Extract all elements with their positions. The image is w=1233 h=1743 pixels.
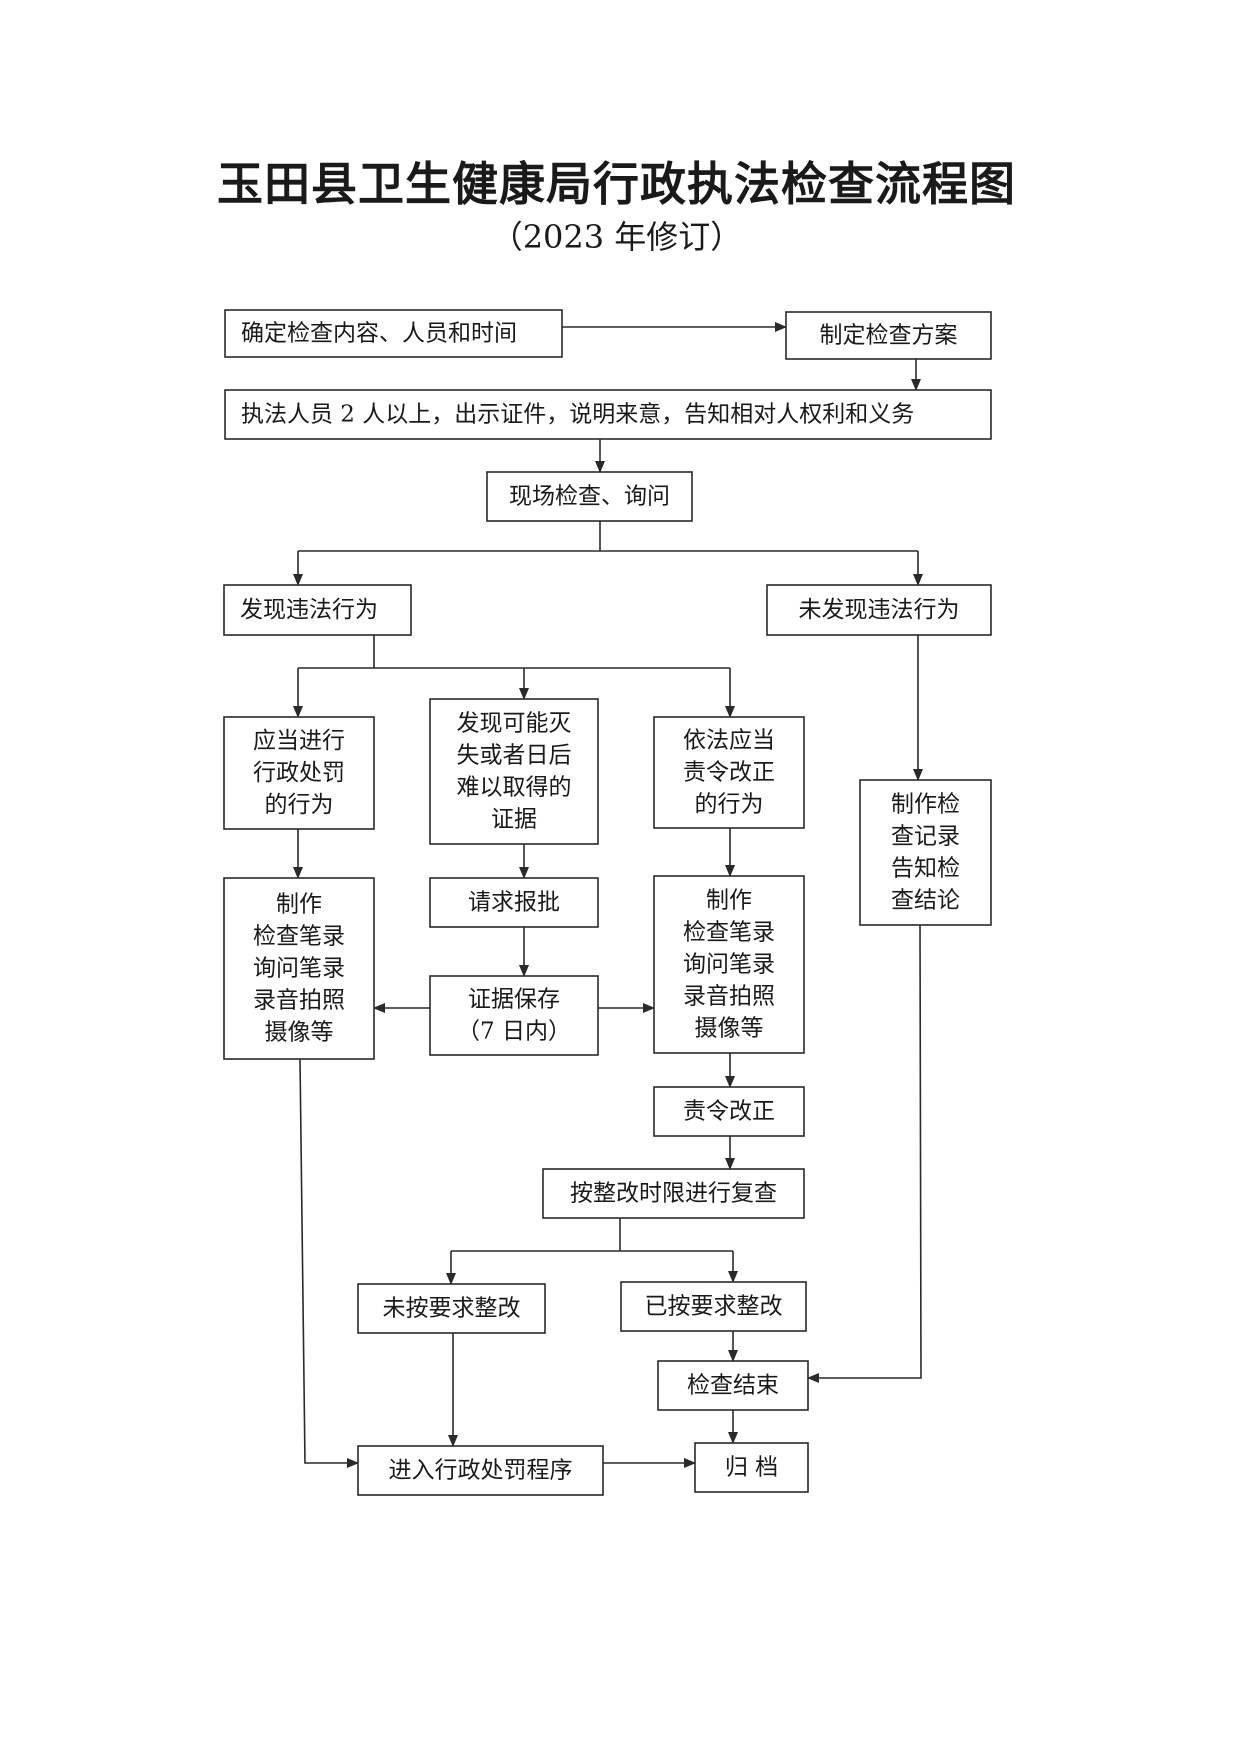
node-label-line: 现场检查、询问 [509, 484, 670, 510]
page-subtitle: （2023 年修订） [490, 218, 743, 256]
node-label-line: 应当进行 [253, 728, 345, 754]
node-label-line: 检查笔录 [683, 920, 775, 946]
node-label-line: 告知检 [891, 856, 960, 882]
node-label-line: 摄像等 [695, 1016, 764, 1042]
node-label-line: 执法人员 2 人以上，出示证件，说明来意，告知相对人权利和义务 [241, 402, 914, 428]
node-label-line: 按整改时限进行复查 [570, 1181, 777, 1207]
node-label-line: 行政处罚 [253, 760, 345, 786]
node-box [657, 1360, 809, 1411]
node-label-line: 依法应当 [683, 728, 775, 754]
node-box [429, 877, 599, 928]
page-title: 玉田县卫生健康局行政执法检查流程图 [217, 157, 1016, 211]
node-plan: 制定检查方案 [785, 311, 992, 360]
node-fixed: 已按要求整改 [620, 1281, 807, 1332]
node-label-line: 询问笔录 [683, 952, 775, 978]
node-box [653, 1086, 805, 1137]
node-box [224, 389, 992, 440]
node-box [429, 698, 599, 845]
node-box [785, 311, 992, 360]
node-end: 检查结束 [657, 1360, 809, 1411]
node-label-line: 录音拍照 [253, 988, 345, 1014]
node-box [620, 1281, 807, 1332]
node-notfixed: 未按要求整改 [357, 1283, 546, 1334]
node-box [223, 716, 375, 830]
node-archive: 归 档 [694, 1442, 809, 1493]
node-label-line: 制作 [706, 888, 752, 914]
node-label-line: 确定检查内容、人员和时间 [241, 321, 517, 347]
node-label-line: 已按要求整改 [645, 1294, 783, 1320]
node-label-line: 证据 [491, 807, 537, 833]
node-request: 请求报批 [429, 877, 599, 928]
node-determine: 确定检查内容、人员和时间 [224, 309, 563, 358]
node-box [653, 716, 805, 829]
node-recheck: 按整改时限进行复查 [542, 1168, 805, 1219]
node-box [357, 1283, 546, 1334]
node-label-line: 检查笔录 [253, 924, 345, 950]
node-box [653, 875, 805, 1054]
node-label-line: 制作 [276, 892, 322, 918]
node-label-line: 摄像等 [265, 1020, 334, 1046]
node-label-line: 发现违法行为 [240, 597, 378, 623]
node-box [223, 877, 375, 1060]
node-label-line: 发现可能灭 [457, 711, 572, 737]
node-label-line: 请求报批 [468, 890, 560, 916]
node-label-line: 证据保存 [468, 987, 560, 1013]
node-label-line: 的行为 [265, 792, 334, 818]
node-label-line: 责令改正 [683, 1099, 775, 1125]
node-label-line: 询问笔录 [253, 956, 345, 982]
node-officers: 执法人员 2 人以上，出示证件，说明来意，告知相对人权利和义务 [224, 389, 992, 440]
node-label-line: 录音拍照 [683, 984, 775, 1010]
node-box [766, 584, 992, 636]
node-notfound: 未发现违法行为 [766, 584, 992, 636]
node-box [542, 1168, 805, 1219]
node-label-line: 查记录 [891, 824, 960, 850]
node-found: 发现违法行为 [223, 584, 412, 636]
node-onsite: 现场检查、询问 [486, 471, 693, 522]
node-label-line: 的行为 [695, 792, 764, 818]
node-box [694, 1442, 809, 1493]
node-label-line: （7 日内） [457, 1019, 571, 1045]
node-box [224, 309, 563, 358]
edge-recordnf-end [807, 924, 922, 1383]
node-order: 责令改正 [653, 1086, 805, 1137]
node-box [486, 471, 693, 522]
node-procedure: 进入行政处罚程序 [357, 1445, 604, 1496]
node-label-line: 归 档 [725, 1455, 778, 1481]
node-label-line: 未按要求整改 [383, 1296, 521, 1322]
node-box [223, 584, 412, 636]
node-label-line: 制作检 [891, 792, 960, 818]
edge-recordleft-procedure [299, 1058, 359, 1468]
node-label-line: 责令改正 [683, 760, 775, 786]
node-label-line: 失或者日后 [457, 743, 572, 769]
node-label-line: 检查结束 [687, 1373, 779, 1399]
node-label-line: 未发现违法行为 [799, 597, 960, 623]
node-label-line: 难以取得的 [457, 775, 572, 801]
node-box [357, 1445, 604, 1496]
node-preserve: 证据保存 （7 日内） [429, 975, 599, 1056]
node-label-line: 制定检查方案 [820, 323, 958, 349]
node-label-line: 查结论 [891, 888, 960, 914]
node-box [429, 975, 599, 1056]
node-box [859, 779, 992, 926]
node-label-line: 进入行政处罚程序 [389, 1458, 573, 1484]
